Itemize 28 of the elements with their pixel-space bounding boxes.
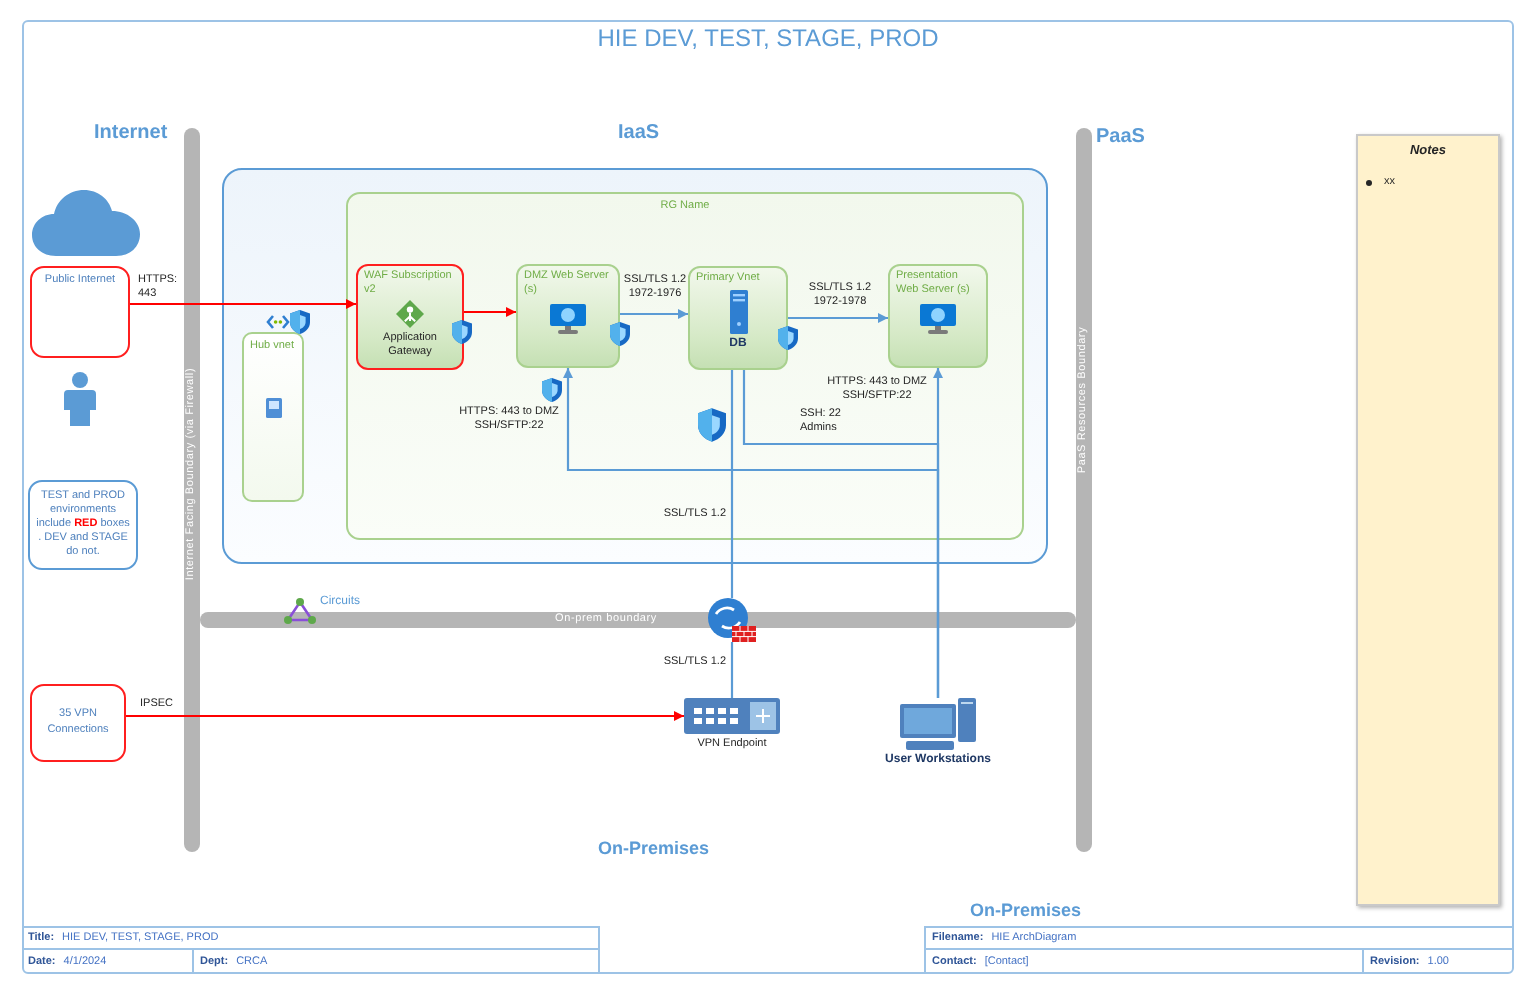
page-title: HIE DEV, TEST, STAGE, PROD bbox=[597, 24, 939, 53]
arrow bbox=[620, 309, 688, 319]
notes-panel bbox=[1356, 134, 1500, 906]
zone-heading: IaaS bbox=[618, 122, 660, 145]
server-box bbox=[688, 266, 788, 370]
boundary-band bbox=[200, 612, 1076, 628]
region-box bbox=[222, 168, 1048, 564]
zone-heading: PaaS bbox=[1096, 126, 1145, 149]
group-box bbox=[346, 192, 1024, 540]
boundary-band bbox=[1076, 128, 1092, 852]
boundary-band bbox=[184, 128, 200, 852]
zone-heading: On-Premises bbox=[970, 900, 1082, 921]
arrow bbox=[130, 299, 356, 309]
connector-line bbox=[730, 642, 734, 698]
server-box bbox=[888, 264, 988, 368]
source-box bbox=[30, 266, 130, 358]
vnet-box bbox=[242, 332, 304, 502]
connection-box bbox=[30, 684, 126, 762]
service-box bbox=[356, 264, 464, 370]
arrow bbox=[464, 307, 516, 317]
zone-heading: Internet bbox=[94, 122, 168, 145]
connector-line bbox=[742, 370, 940, 698]
connector-line bbox=[730, 370, 734, 598]
zone-heading: On-Premises bbox=[598, 838, 710, 859]
globe-firewall-icon bbox=[708, 598, 756, 642]
arrow bbox=[126, 711, 684, 721]
arrow bbox=[788, 313, 888, 323]
server-box bbox=[516, 264, 620, 368]
